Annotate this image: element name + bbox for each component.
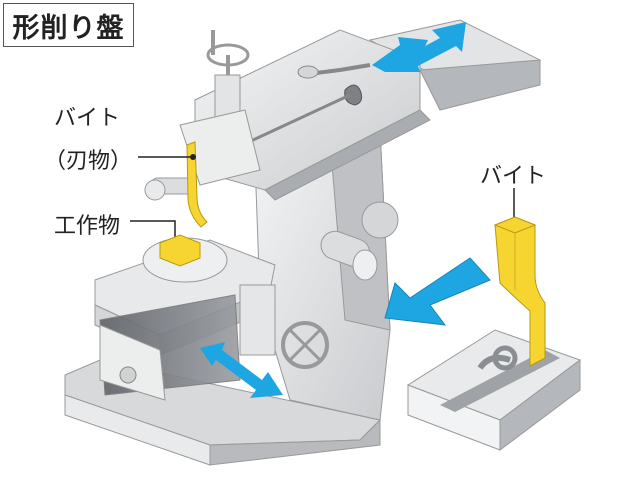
drive-shaft xyxy=(320,201,399,281)
workpiece-label: 工作物 xyxy=(54,214,121,239)
workpiece xyxy=(159,234,201,267)
tool-head xyxy=(144,30,261,201)
machine-column xyxy=(254,129,391,421)
ram-motion-arrow xyxy=(372,22,466,72)
ram-guide xyxy=(368,19,542,111)
direction-arrow xyxy=(384,257,491,326)
detail-workpiece-block xyxy=(406,329,582,451)
diagram-title: 形削り盤 xyxy=(3,3,134,47)
tool-label-subtitle: （刃物） xyxy=(44,149,133,174)
feed-motion-arrow xyxy=(200,342,283,398)
tool-detail-label: バイト xyxy=(480,164,547,189)
tool-label: バイト xyxy=(54,106,121,131)
feed-handwheel xyxy=(239,284,329,369)
detail-cutting-tool xyxy=(493,216,546,367)
cutting-tool xyxy=(186,141,208,228)
